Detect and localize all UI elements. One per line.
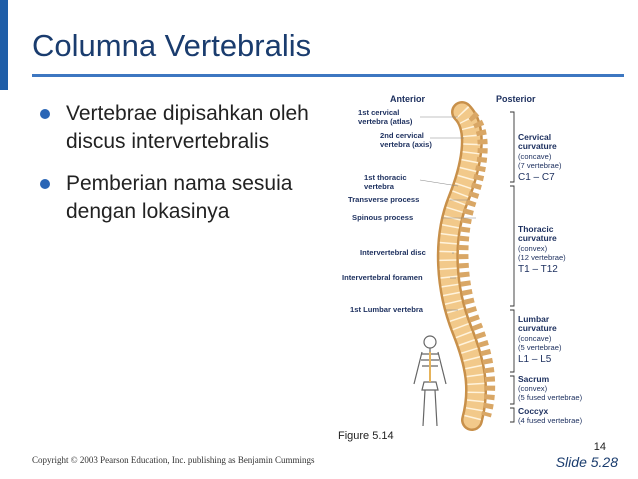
cervical-title: Cervical (518, 132, 551, 142)
label-transverse-process: Transverse process (348, 195, 419, 204)
sacrum-title: Sacrum (518, 374, 550, 384)
label-thoracic-vertebra: vertebra (364, 182, 395, 191)
label-1st-lumbar: 1st Lumbar vertebra (350, 305, 424, 314)
left-accent-bar (0, 0, 8, 90)
copyright-footer: Copyright © 2003 Pearson Education, Inc.… (32, 455, 315, 465)
bullet-list: Vertebrae dipisahkan oleh discus interve… (40, 100, 330, 240)
anterior-header: Anterior (390, 94, 426, 104)
thoracic-count: (12 vertebrae) (518, 253, 566, 262)
lumbar-range: L1 – L5 (518, 354, 552, 365)
coccyx-count: (4 fused vertebrae) (518, 416, 583, 425)
bullet-item: Pemberian nama sesuia dengan lokasinya (40, 170, 330, 226)
spine-illustration (436, 101, 496, 431)
slide-title: Columna Vertebralis (32, 28, 312, 63)
bullet-dot-icon (40, 179, 50, 189)
vertebral-column-figure: Anterior Posterior 1st cervical vertebra… (342, 94, 583, 431)
label-intervertebral-foramen: Intervertebral foramen (342, 273, 423, 282)
label-2nd-cervical: 2nd cervical (380, 131, 424, 140)
label-spinous-process: Spinous process (352, 213, 413, 222)
sacrum-shape: (convex) (518, 384, 548, 393)
label-intervertebral-disc: Intervertebral disc (360, 248, 426, 257)
cervical-count: (7 vertebrae) (518, 161, 562, 170)
sacrum-count: (5 fused vertebrae) (518, 393, 583, 402)
label-atlas: vertebra (atlas) (358, 117, 413, 126)
region-brackets (510, 111, 515, 423)
thoracic-shape: (convex) (518, 244, 548, 253)
label-axis: vertebra (axis) (380, 140, 432, 149)
left-leader-lines (419, 116, 476, 311)
bullet-dot-icon (40, 109, 50, 119)
thoracic-curvature: curvature (518, 233, 557, 243)
lumbar-count: (5 vertebrae) (518, 343, 562, 352)
figure-caption: Figure 5.14 (338, 430, 394, 442)
posterior-header: Posterior (496, 94, 536, 104)
thoracic-range: T1 – T12 (518, 264, 558, 275)
cervical-shape: (concave) (518, 152, 552, 161)
label-1st-cervical: 1st cervical (358, 108, 399, 117)
title-underline (32, 74, 624, 77)
lumbar-title: Lumbar (518, 314, 550, 324)
skeleton-icon (413, 335, 447, 427)
lumbar-curvature: curvature (518, 323, 557, 333)
bullet-text: Pemberian nama sesuia dengan lokasinya (66, 172, 293, 223)
cervical-range: C1 – C7 (518, 172, 555, 183)
slide-number: Slide 5.28 (555, 454, 618, 470)
coccyx-title: Coccyx (518, 406, 549, 416)
bullet-item: Vertebrae dipisahkan oleh discus interve… (40, 100, 330, 156)
bullet-text: Vertebrae dipisahkan oleh discus interve… (66, 102, 309, 153)
lumbar-shape: (concave) (518, 334, 552, 343)
thoracic-title: Thoracic (518, 224, 554, 234)
cervical-curvature: curvature (518, 141, 557, 151)
label-1st-thoracic: 1st thoracic (364, 173, 407, 182)
page-number: 14 (593, 441, 606, 453)
